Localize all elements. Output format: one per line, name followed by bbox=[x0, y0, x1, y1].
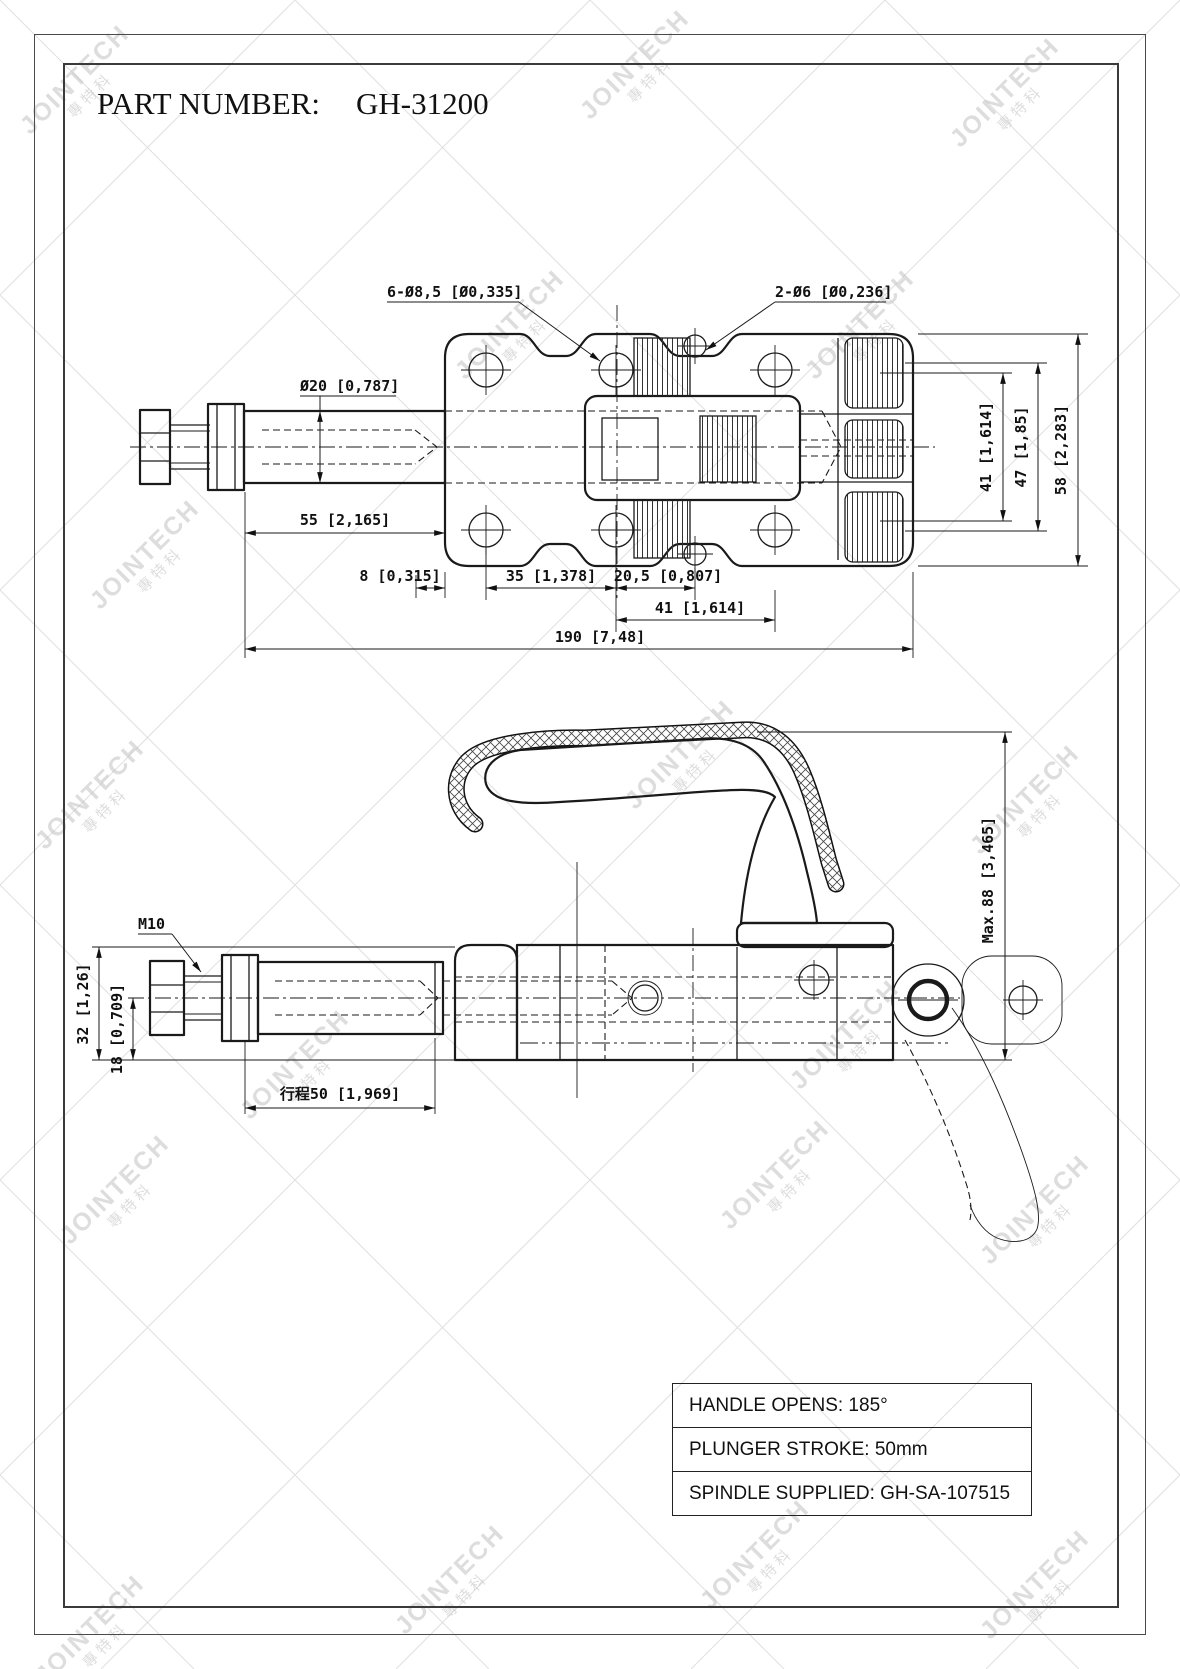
part-number-value: GH-31200 bbox=[355, 86, 489, 121]
callout-small-holes: 2-Ø6 [Ø0,236] bbox=[775, 283, 892, 301]
dim-hole-spacing-41: 41 [1,614] bbox=[655, 599, 745, 617]
top-view-base-plate bbox=[443, 332, 915, 568]
top-view: 55 [2,165] 8 [0,315] 35 [1,378] 20,5 [0,… bbox=[130, 283, 1088, 658]
handle-lever bbox=[484, 737, 819, 925]
spec-row-plunger-stroke: PLUNGER STROKE: 50mm bbox=[673, 1428, 1031, 1472]
slide-carriage bbox=[583, 337, 913, 563]
side-view-base bbox=[92, 862, 1012, 1098]
dim-height-center: 18 [0,709] bbox=[108, 984, 126, 1074]
top-view-dimensions: 55 [2,165] 8 [0,315] 35 [1,378] 20,5 [0,… bbox=[244, 283, 1088, 658]
spec-spindle-supplied: SPINDLE SUPPLIED: GH-SA-107515 bbox=[689, 1482, 1011, 1504]
side-view: M10 32 [1,26] 18 [0,709] 行程50 [1,969] Ma… bbox=[74, 721, 1063, 1242]
dim-plunger-stroke: 行程50 [1,969] bbox=[279, 1085, 400, 1103]
page-title: PART NUMBER: GH-31200 bbox=[97, 86, 489, 122]
spec-handle-opens: HANDLE OPENS: 185° bbox=[689, 1394, 888, 1416]
spec-plunger-stroke: PLUNGER STROKE: 50mm bbox=[689, 1438, 928, 1460]
dim-hole-spacing-35: 35 [1,378] bbox=[506, 567, 596, 585]
callout-thread-size: M10 bbox=[138, 915, 165, 933]
pivot-cap-plate bbox=[735, 921, 895, 949]
spec-row-handle-opens: HANDLE OPENS: 185° bbox=[673, 1384, 1031, 1428]
side-view-spindle bbox=[148, 953, 633, 1043]
clamp-handle bbox=[447, 721, 895, 949]
grip-outline bbox=[447, 721, 845, 893]
callout-large-holes: 6-Ø8,5 [Ø0,335] bbox=[387, 283, 522, 301]
dim-max-height: Max.88 [3,465] bbox=[979, 817, 997, 943]
dim-edge-offset: 8 [0,315] bbox=[359, 567, 440, 585]
side-view-dimensions: M10 32 [1,26] 18 [0,709] 行程50 [1,969] Ma… bbox=[74, 731, 1012, 1114]
dim-width-outer: 58 [2,283] bbox=[1052, 405, 1070, 495]
dim-total-length: 190 [7,48] bbox=[555, 628, 645, 646]
dim-width-mid: 47 [1,85] bbox=[1012, 406, 1030, 487]
callout-plunger-diameter: Ø20 [0,787] bbox=[299, 377, 399, 395]
mounting-holes bbox=[461, 328, 800, 572]
part-number-label: PART NUMBER: bbox=[97, 86, 320, 121]
dim-plunger-extension: 55 [2,165] bbox=[300, 511, 390, 529]
dim-hole-spacing-205: 20,5 [0,807] bbox=[614, 567, 722, 585]
dim-width-inner: 41 [1,614] bbox=[977, 402, 995, 492]
pivot-and-phantom-handle bbox=[520, 955, 1063, 1242]
spec-table: HANDLE OPENS: 185° PLUNGER STROKE: 50mm … bbox=[672, 1383, 1032, 1516]
dim-height-overall: 32 [1,26] bbox=[74, 963, 92, 1044]
spec-row-spindle-supplied: SPINDLE SUPPLIED: GH-SA-107515 bbox=[673, 1472, 1031, 1515]
grip-hatch bbox=[449, 722, 843, 891]
